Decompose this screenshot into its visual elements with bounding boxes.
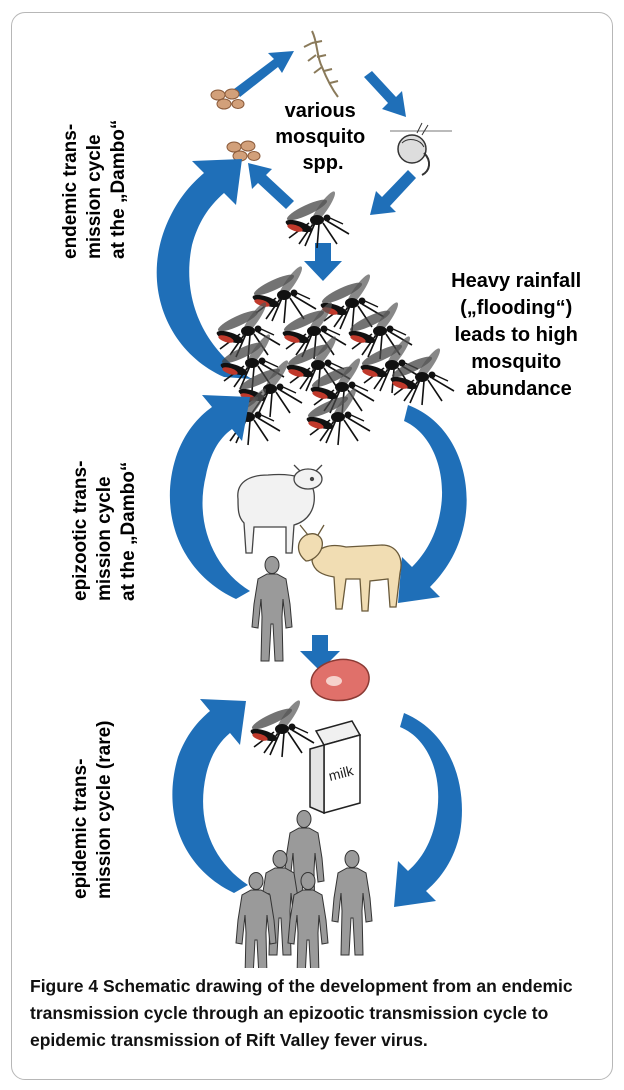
endemic-cycle-label: endemic trans- mission cycle at the „Dam…: [60, 119, 129, 259]
caption-text: Schematic drawing of the development fro…: [30, 976, 573, 1050]
mosquito-icon-epidemic: [249, 698, 314, 757]
human-icon: [252, 557, 292, 662]
human-group: [236, 811, 372, 969]
calf-icon: [299, 525, 402, 611]
endemic-label-line-2: mission cycle: [84, 134, 105, 259]
epidemic-label-line-2: mission cycle (rare): [94, 721, 115, 899]
mosquito-species-line-2: mosquito: [275, 126, 365, 148]
endemic-label-line-3: at the „Dambo“: [108, 120, 129, 259]
epizootic-label-line-1: epizootic trans-: [70, 461, 91, 601]
mosquito-species-line-3: spp.: [302, 152, 343, 174]
rainfall-line-5: abundance: [466, 378, 572, 400]
caption-prefix: Figure 4: [30, 976, 98, 996]
epizootic-label-line-3: at the „Dambo“: [118, 462, 139, 601]
epizootic-cycle-label: epizootic trans- mission cycle at the „D…: [70, 455, 139, 601]
epizootic-right-arrow: [398, 405, 467, 603]
mosquito-icon: [284, 189, 349, 248]
egg-cluster-icon: [211, 89, 260, 161]
epidemic-left-arrow: [172, 699, 248, 893]
rainfall-line-1: Heavy rainfall: [451, 270, 581, 292]
mosquito-species-label: various mosquito spp.: [275, 100, 371, 174]
larva-icon: [304, 31, 338, 97]
endemic-label-line-1: endemic trans-: [60, 124, 81, 259]
rainfall-note: Heavy rainfall („flooding“) leads to hig…: [451, 270, 587, 400]
rainfall-line-4: mosquito: [471, 351, 561, 373]
rainfall-line-3: leads to high: [455, 324, 578, 346]
mosquito-species-line-1: various: [285, 100, 356, 122]
milk-carton-icon: milk: [310, 721, 360, 813]
rvf-transmission-diagram: various mosquito spp. endemic trans- mis…: [12, 13, 612, 968]
endemic-cycle-arrow: [157, 159, 252, 379]
epidemic-label-line-1: epidemic trans-: [70, 759, 91, 899]
epidemic-right-arrow: [394, 713, 462, 907]
figure-caption: Figure 4 Schematic drawing of the develo…: [30, 973, 605, 1054]
epidemic-cycle-label: epidemic trans- mission cycle (rare): [70, 721, 115, 899]
pupa-icon: [390, 123, 452, 175]
rainfall-line-2: („flooding“): [460, 297, 572, 319]
epizootic-label-line-2: mission cycle: [94, 476, 115, 601]
